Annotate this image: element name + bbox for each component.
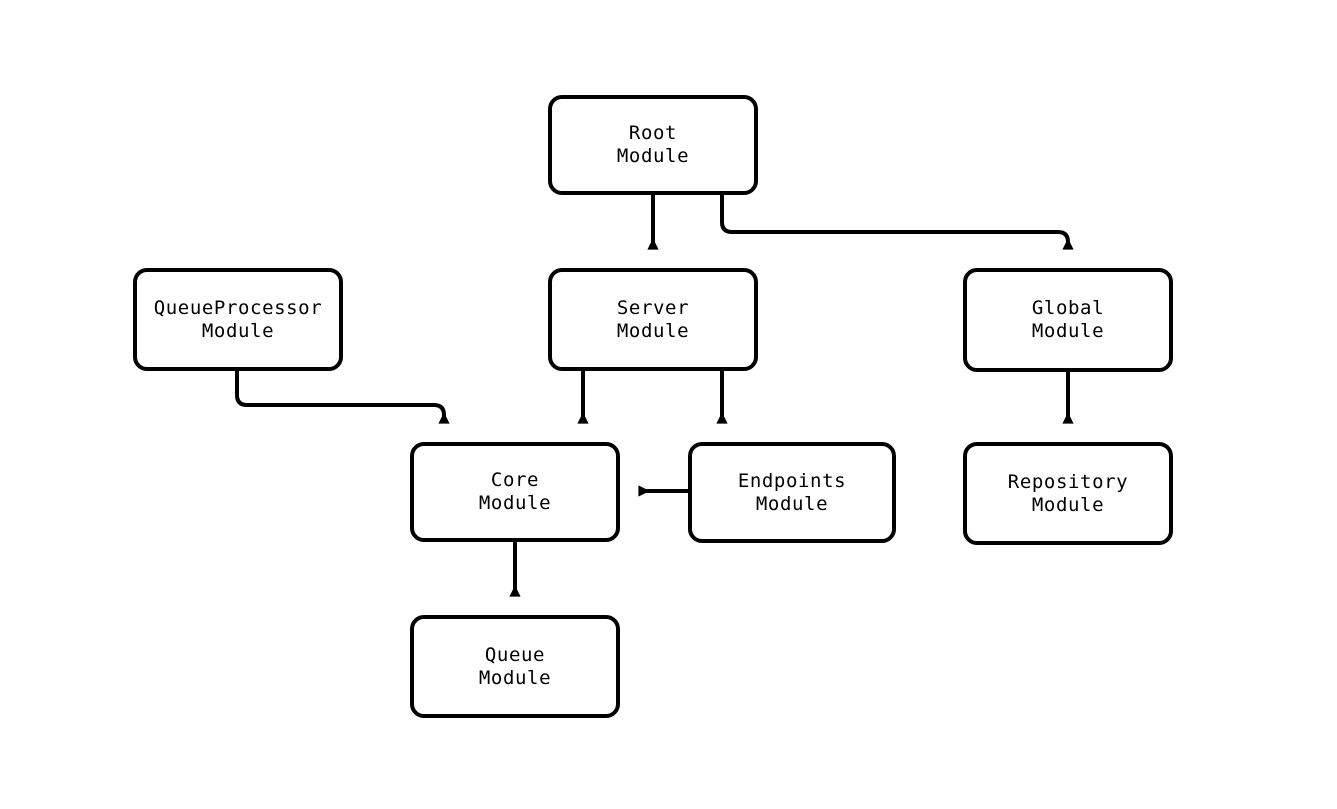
queue-module-node[interactable]: Queue Module [410,615,620,718]
queueprocessor-module-node[interactable]: QueueProcessor Module [133,268,343,371]
queue-module-label-line1: Queue [484,643,546,666]
global-module-node[interactable]: Global Module [963,268,1173,372]
edge-root-to-global [720,195,1074,250]
core-module-node[interactable]: Core Module [410,442,620,542]
root-module-label-line2: Module [616,145,690,167]
server-module-label-line1: Server [616,296,690,319]
repository-module-node[interactable]: Repository Module [963,442,1173,545]
endpoints-module-label-line2: Module [755,492,829,515]
server-module-label-line2: Module [616,319,690,342]
global-module-label-line1: Global [1031,297,1105,319]
endpoints-module-label-line1: Endpoints [737,469,847,492]
root-module-label-line1: Root [628,122,678,144]
queueprocessor-module-label-line2: Module [201,319,275,342]
edge-queueprocessor-to-core [235,371,450,424]
global-module-label-line2: Module [1031,320,1105,342]
root-module-node[interactable]: Root Module [548,95,758,195]
server-module-node[interactable]: Server Module [548,268,758,371]
repository-module-label-line1: Repository [1007,470,1129,493]
endpoints-module-node[interactable]: Endpoints Module [688,442,896,543]
core-module-label-line2: Module [478,492,552,514]
queueprocessor-module-label-line1: QueueProcessor [153,296,323,319]
queue-module-label-line2: Module [478,666,552,689]
core-module-label-line1: Core [490,469,540,491]
repository-module-label-line2: Module [1031,493,1105,516]
